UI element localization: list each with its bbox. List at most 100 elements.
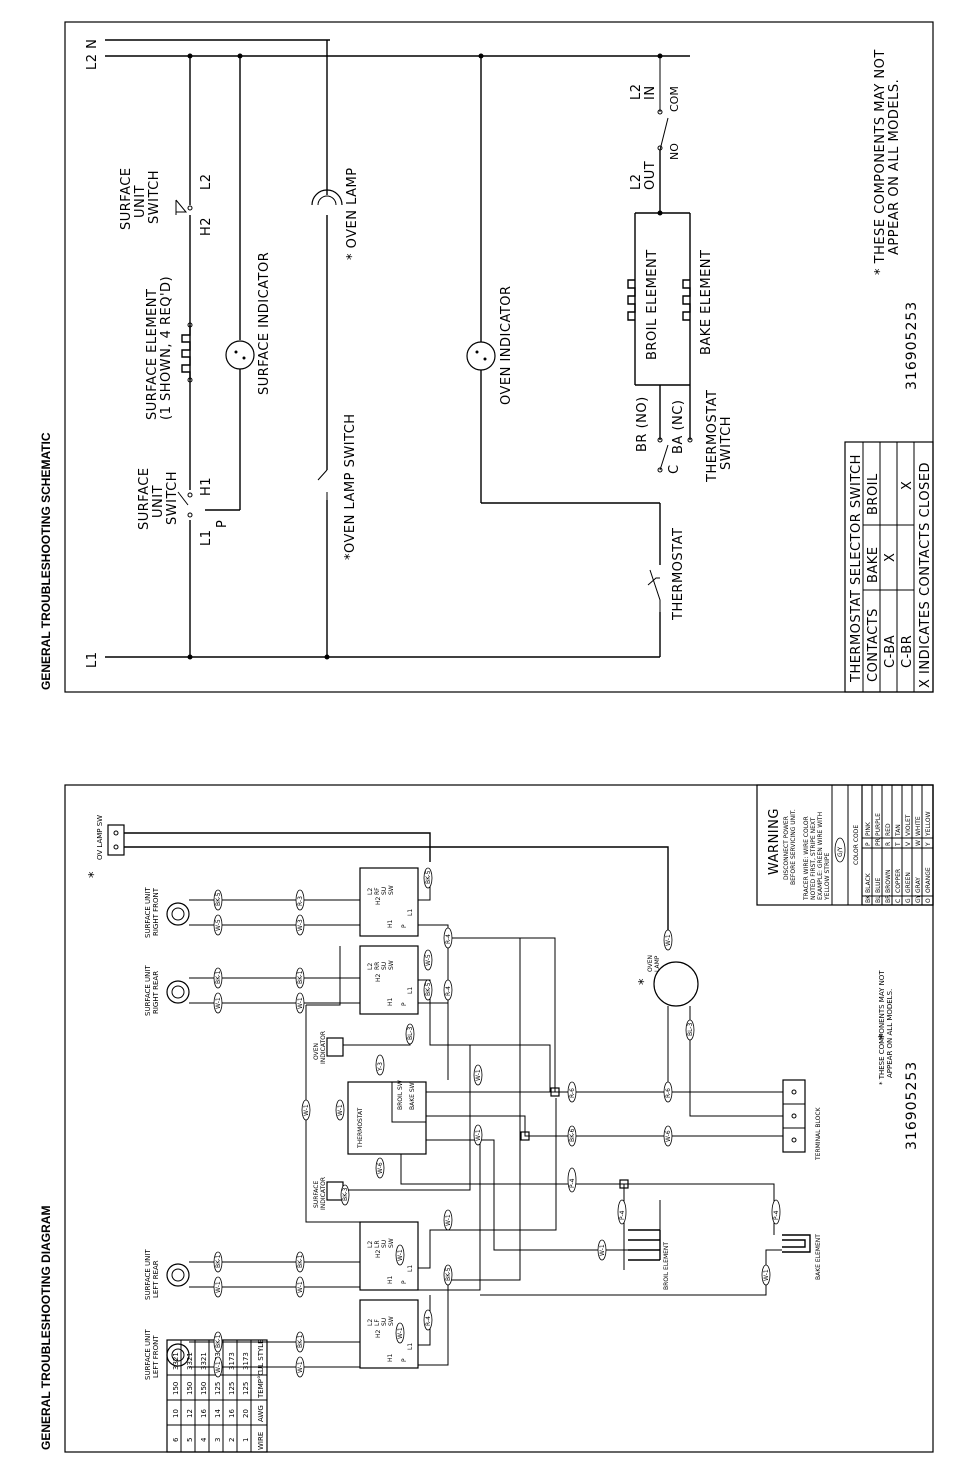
schematic-heading: GENERAL TROUBLESHOOTING SCHEMATIC [39, 432, 53, 690]
wire-tag: W-6 [663, 1125, 673, 1147]
relay-out-1: L2 [629, 173, 644, 190]
svg-text:R-4: R-4 [445, 986, 452, 996]
svg-text:BK-1: BK-1 [297, 1254, 304, 1268]
wire-cell: 150 [186, 1382, 194, 1395]
svg-text:R-4: R-4 [425, 1316, 432, 1326]
wire-cell: 150 [200, 1382, 208, 1395]
color-code-cell: COPPER [895, 869, 902, 893]
color-code-frame [861, 784, 934, 906]
su-switch-top-h2: H2 [199, 217, 214, 236]
wire-tag: W-1 [301, 1099, 311, 1121]
broil-element-label: BROIL ELEMENT [645, 249, 660, 360]
selector-header-broil: BROIL [866, 473, 881, 515]
burner-coil [166, 902, 190, 926]
sw-lr-h2: H2 [375, 1249, 382, 1258]
lamp-dot [475, 350, 479, 354]
color-code-cell: R [885, 842, 892, 846]
color-code-cell: P [865, 842, 872, 846]
surface-element-symbol [181, 325, 191, 380]
wire-tag: W-1 [473, 1064, 483, 1086]
color-code-cell: YELLOW [925, 811, 932, 837]
color-code-cell: WHITE [915, 816, 922, 836]
svg-text:R-3: R-3 [297, 896, 304, 906]
diagram-panel: WIRE AWG TEMP°C UL STYLE 1 20 125 3173 2… [64, 784, 934, 1453]
relay-com: COM [668, 86, 681, 112]
warning-line6: YELLOW STRIPE [824, 852, 831, 901]
color-code-cell: BLACK [865, 872, 872, 893]
wire-cell: 125 [242, 1382, 250, 1395]
sw-lr-l1: L1 [407, 1265, 414, 1272]
junction-square [550, 1087, 560, 1097]
surface-indicator: SURFACE INDICATOR [313, 1177, 344, 1210]
sw-rr-l1: L1 [407, 987, 414, 994]
sw-rf-sw: SW [388, 885, 395, 895]
wire [624, 1183, 775, 1235]
svg-text:W-5: W-5 [425, 954, 432, 966]
svg-text:P-4: P-4 [773, 1210, 780, 1220]
svg-text:BK-1: BK-1 [297, 970, 304, 984]
terminal [187, 492, 193, 498]
wire [426, 1115, 783, 1137]
terminal-block-box [782, 1079, 806, 1153]
wire-tag: W-1 [443, 1209, 453, 1231]
wire-tag: W-1 [295, 1356, 305, 1378]
svg-text:W-1: W-1 [763, 1269, 770, 1281]
wire [448, 937, 556, 1092]
lamp-sw-wire-1 [124, 832, 431, 862]
wire-cell: 3173 [228, 1352, 236, 1370]
junction-square [619, 1179, 629, 1189]
color-code-cell: ORANGE [925, 867, 932, 893]
wire [400, 1154, 625, 1270]
bake-sw-text: BAKE SW [409, 1082, 416, 1110]
br-label: BR (NO) [635, 396, 650, 452]
asterisk: * [87, 871, 102, 878]
broil-element-text: BROIL ELEMENT [663, 1242, 670, 1290]
terminal [791, 1089, 797, 1095]
wire-tag: W-1 [213, 1276, 223, 1298]
thermostat-switch-box [391, 1081, 427, 1123]
sw-lr-su: SU [381, 1240, 388, 1248]
wire-tag: BK-1 [295, 1331, 305, 1353]
color-code-cell: Y [925, 842, 932, 847]
diagram-broil-element: BROIL ELEMENT [628, 1229, 670, 1290]
warning-line1: DISCONNECT POWER [783, 816, 790, 880]
wire-hdr-wire: WIRE [257, 1432, 265, 1450]
wire-tag: BK-6 [567, 1125, 577, 1147]
thermostat-symbol [647, 569, 661, 612]
svg-text:W-6: W-6 [377, 1162, 384, 1174]
lamp-dot [483, 357, 487, 361]
sw-rr-p: P [401, 1002, 408, 1006]
switch-rr: L2 RR SU SW H2 H1 P L1 [359, 945, 419, 1015]
color-code-cell: BL [875, 895, 882, 903]
terminal [791, 1113, 797, 1119]
wire-tag: BK-1 [213, 967, 223, 989]
junction [657, 210, 663, 216]
sw-lf-loc: LF [374, 1319, 381, 1326]
terminal [687, 437, 693, 443]
svg-text:R-6: R-6 [665, 1088, 672, 1098]
surface-unit-left-front: SURFACE UNIT LEFT FRONT [144, 1329, 190, 1380]
oven-lamp-label: * OVEN LAMP [345, 167, 360, 260]
wire-tag: BK-1 [295, 967, 305, 989]
wire-tag: W-1 [335, 1099, 345, 1121]
wire [418, 870, 449, 1080]
su-switch-top-title2: UNIT [133, 185, 148, 218]
burner-coil-inner [171, 985, 185, 999]
sw-lr-sw: SW [388, 1238, 395, 1248]
svg-text:W-1: W-1 [475, 1069, 482, 1081]
svg-text:W-1: W-1 [215, 1281, 222, 1293]
ba-label: BA (NC) [671, 400, 686, 454]
wire-tag: W-1 [663, 929, 673, 951]
oven-indicator-box [326, 1037, 344, 1057]
schematic-part-number: 316905253 [904, 301, 920, 390]
sw-rr-h1: H1 [387, 997, 394, 1006]
selector-header-bake: BAKE [866, 546, 881, 583]
surf-ind-line1: SURFACE [313, 1181, 320, 1208]
sw-lf-h1: H1 [387, 1353, 394, 1362]
thermostat-label: THERMOSTAT [671, 528, 686, 621]
bake-element-text: BAKE ELEMENT [815, 1234, 822, 1280]
wire [418, 1098, 557, 1269]
terminal [113, 844, 119, 850]
wire-tag: W-1 [213, 1356, 223, 1378]
wire-tag: W-6 [375, 1157, 385, 1179]
